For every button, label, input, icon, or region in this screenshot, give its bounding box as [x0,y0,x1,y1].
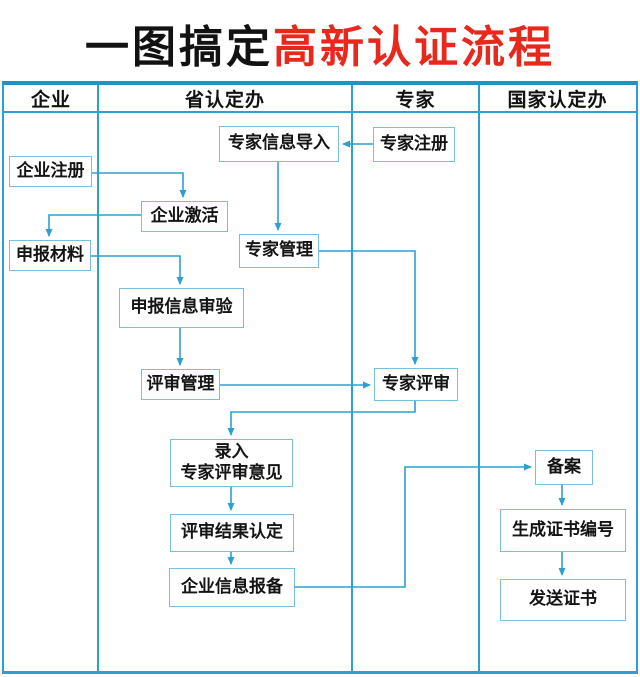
flow-node-enter-review-opinions: 录入 专家评审意见 [170,439,293,487]
flow-node-expert-review: 专家评审 [374,368,458,401]
flowchart-board: 企业 省认定办 专家 国家认定办 企业注册企业激活申报材料专家信息导入专家注册专… [2,81,638,674]
flow-node-generate-cert-number: 生成证书编号 [500,509,626,552]
flow-edge-enterprise-info-filing-to-record [295,463,532,588]
flow-node-expert-info-import: 专家信息导入 [219,126,339,162]
flow-edge-expert-management-to-expert-review [319,250,419,365]
lane-divider [97,85,99,671]
lane-header-provincial-office: 省认定办 [184,88,265,111]
lane-header-expert: 专家 [395,88,436,111]
flow-connectors [45,140,566,588]
flow-edge-application-materials-to-application-info-check [91,255,184,285]
flow-node-application-materials: 申报材料 [9,240,91,271]
page-title-black: 一图搞定 [85,22,273,73]
flow-node-review-result-confirm: 评审结果认定 [170,514,294,552]
flow-node-record: 备案 [535,450,593,485]
lane-divider [478,85,480,671]
flow-node-send-certificate: 发送证书 [500,579,626,621]
flow-edge-enterprise-register-to-enterprise-activate [92,172,187,198]
flow-edge-expert-review-to-enter-review-opinions [227,401,416,436]
lane-header-row: 企业 省认定办 专家 国家认定办 [4,85,636,113]
flow-node-enterprise-activate: 企业激活 [141,201,228,232]
flow-node-review-management: 评审管理 [141,369,220,400]
flow-edge-enterprise-activate-to-application-materials [45,214,141,237]
flow-node-application-info-check: 申报信息审验 [119,288,244,328]
lane-divider [351,85,353,671]
lane-header-enterprise: 企业 [30,88,71,111]
flow-node-expert-management: 专家管理 [239,234,319,268]
page-title: 一图搞定高新认证流程 [0,10,640,76]
lane-header-national-office: 国家认定办 [507,88,608,111]
flow-node-enterprise-register: 企业注册 [9,156,92,187]
page-title-red: 高新认证流程 [273,22,555,73]
flow-node-enterprise-info-filing: 企业信息报备 [169,568,295,607]
flow-node-expert-register: 专家注册 [373,127,455,162]
